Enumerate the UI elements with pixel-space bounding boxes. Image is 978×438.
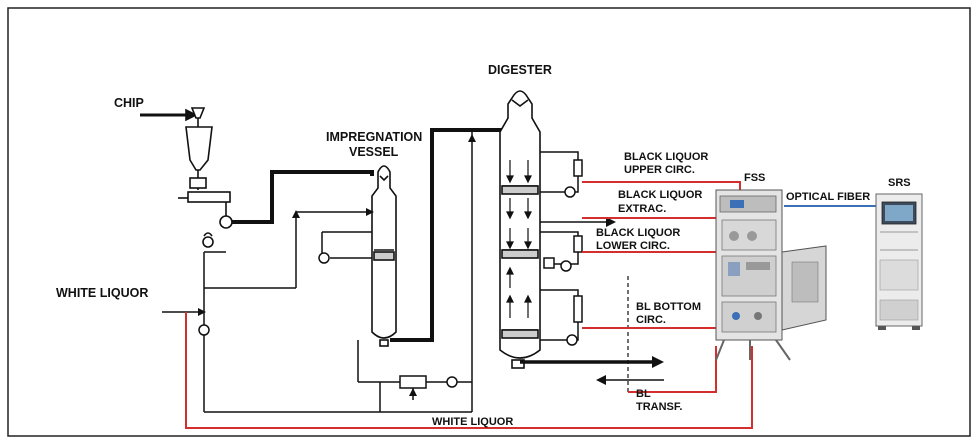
bl-outlets <box>520 276 664 392</box>
digester-label: DIGESTER <box>488 63 552 77</box>
bl-lower-label-line2: LOWER CIRC. <box>596 240 670 252</box>
chip-label: CHIP <box>114 96 144 110</box>
bl-extrac-label-line2: EXTRAC. <box>618 203 667 215</box>
bl-upper-label-line1: BLACK LIQUOR <box>624 151 709 163</box>
fss-cabinet <box>715 189 827 361</box>
digester-flow-arrows <box>506 160 532 318</box>
circulation-loops <box>540 151 616 346</box>
bl-bottom-label-line2: CIRC. <box>636 314 666 326</box>
optical-fiber-label: OPTICAL FIBER <box>786 191 871 203</box>
bl-bottom-label-line1: BL BOTTOM <box>636 301 701 313</box>
white-liquor-network <box>162 130 476 413</box>
bl-upper-label-line2: UPPER CIRC. <box>624 164 695 176</box>
chip-feeder <box>140 107 233 248</box>
fss-label: FSS <box>744 172 766 184</box>
white-liquor-inlet-label: WHITE LIQUOR <box>56 286 149 300</box>
impregnated-chip-line <box>390 128 512 342</box>
impregnation-label-line1: IMPREGNATION <box>326 130 423 144</box>
bl-lower-label-line1: BLACK LIQUOR <box>596 227 681 239</box>
diagram-border <box>7 7 971 437</box>
digester-vessel <box>499 90 541 369</box>
chip-transfer-line <box>232 170 374 224</box>
srs-label: SRS <box>888 177 911 189</box>
impregnation-label-line2: VESSEL <box>349 145 399 159</box>
bl-transf-label-line1: BL <box>636 388 651 400</box>
srs-cabinet <box>875 193 923 330</box>
bl-transf-label-line2: TRANSF. <box>636 401 683 413</box>
bl-extrac-label-line1: BLACK LIQUOR <box>618 189 703 201</box>
white-liquor-return-label: WHITE LIQUOR <box>432 416 514 428</box>
impregnation-vessel <box>371 165 397 347</box>
